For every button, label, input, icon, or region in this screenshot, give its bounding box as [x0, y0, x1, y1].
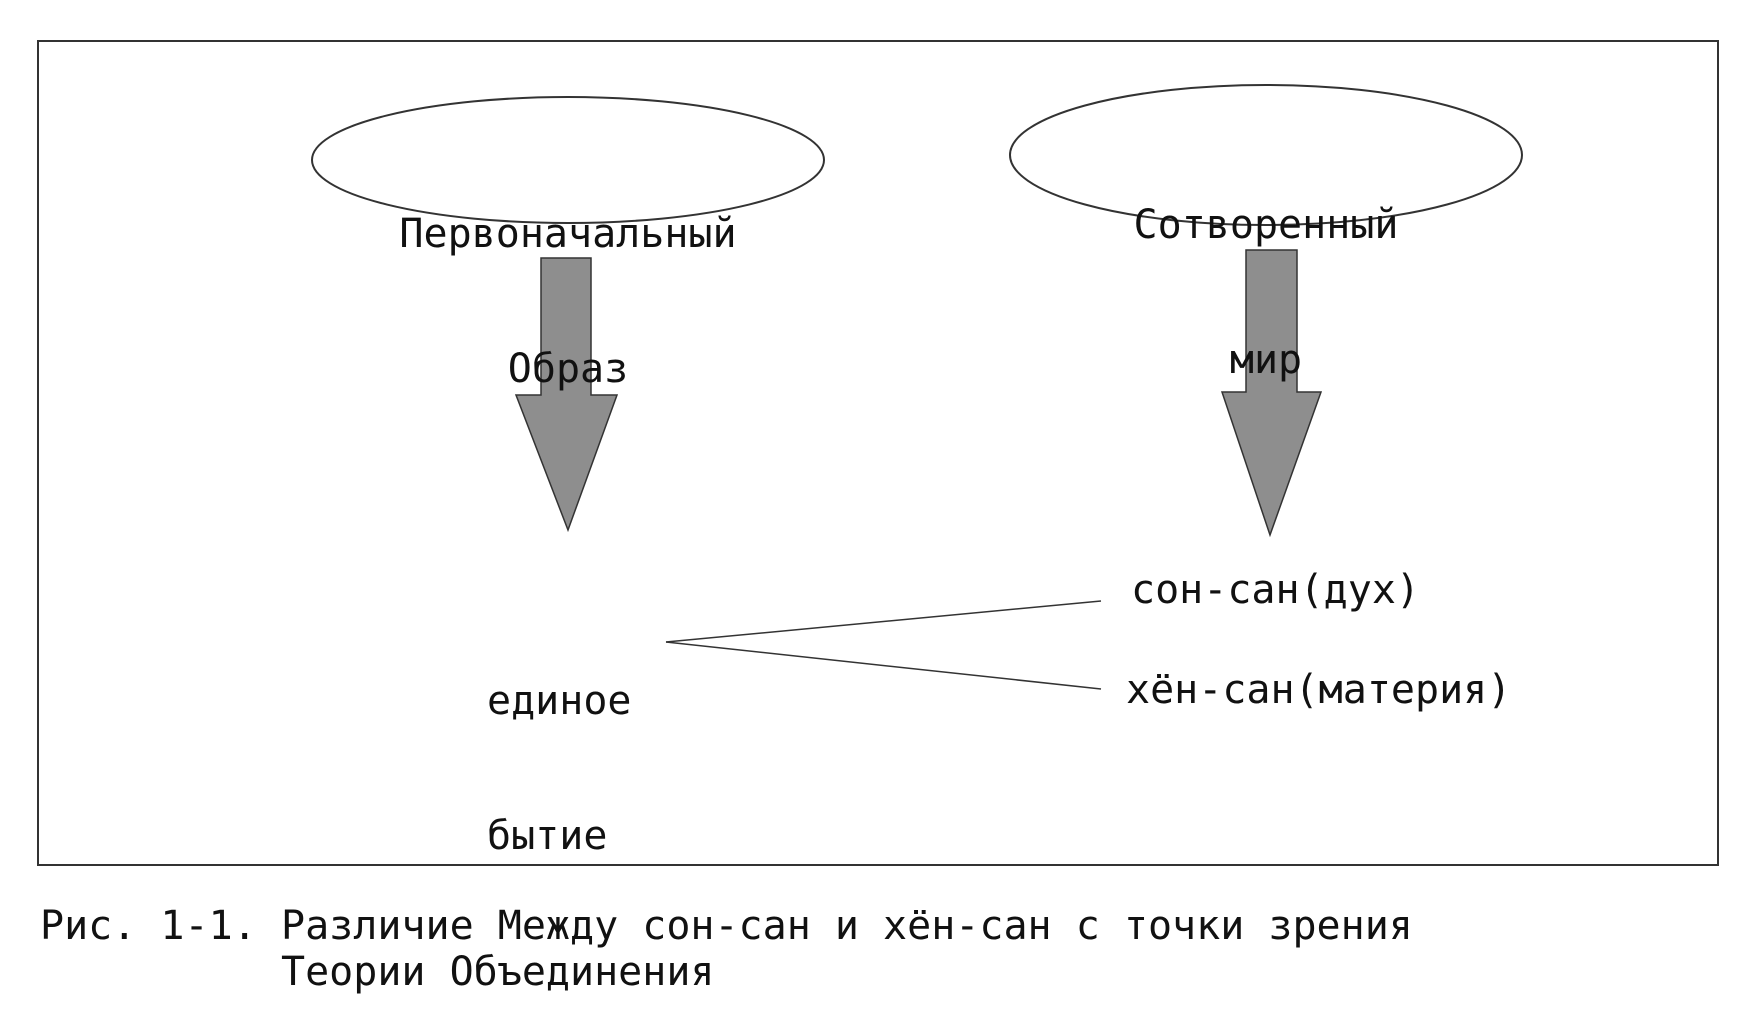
original-image-line2: Образ — [507, 346, 629, 392]
unified-being-line2: бытие — [487, 813, 608, 859]
caption-number: Рис. 1-1. — [40, 903, 257, 949]
sung-sang-label: сон-сан(дух) — [1131, 567, 1420, 613]
down-arrow-right — [1220, 249, 1323, 538]
created-world-ellipse — [1009, 84, 1523, 226]
unified-being-line1: единое — [487, 678, 632, 724]
connector-line-lower — [665, 641, 1102, 690]
created-world-label: Сотворенный мир — [1064, 113, 1468, 473]
diagram-frame — [37, 40, 1719, 866]
caption-line1: Различие Между сон-сан и хён-сан с точки… — [281, 903, 1413, 949]
unified-being-label: единое бытие — [487, 589, 632, 949]
down-arrow-left — [514, 257, 619, 533]
caption-line2: Теории Объединения — [281, 949, 715, 995]
created-world-line1: Сотворенный — [1133, 202, 1399, 248]
original-image-label: Первоначальный Образ — [340, 122, 796, 482]
created-world-line2: мир — [1229, 337, 1303, 383]
original-image-ellipse — [311, 96, 825, 224]
hyung-sang-label: хён-сан(материя) — [1126, 667, 1512, 713]
connector-line-upper — [665, 600, 1102, 643]
original-image-line1: Первоначальный — [399, 211, 737, 257]
